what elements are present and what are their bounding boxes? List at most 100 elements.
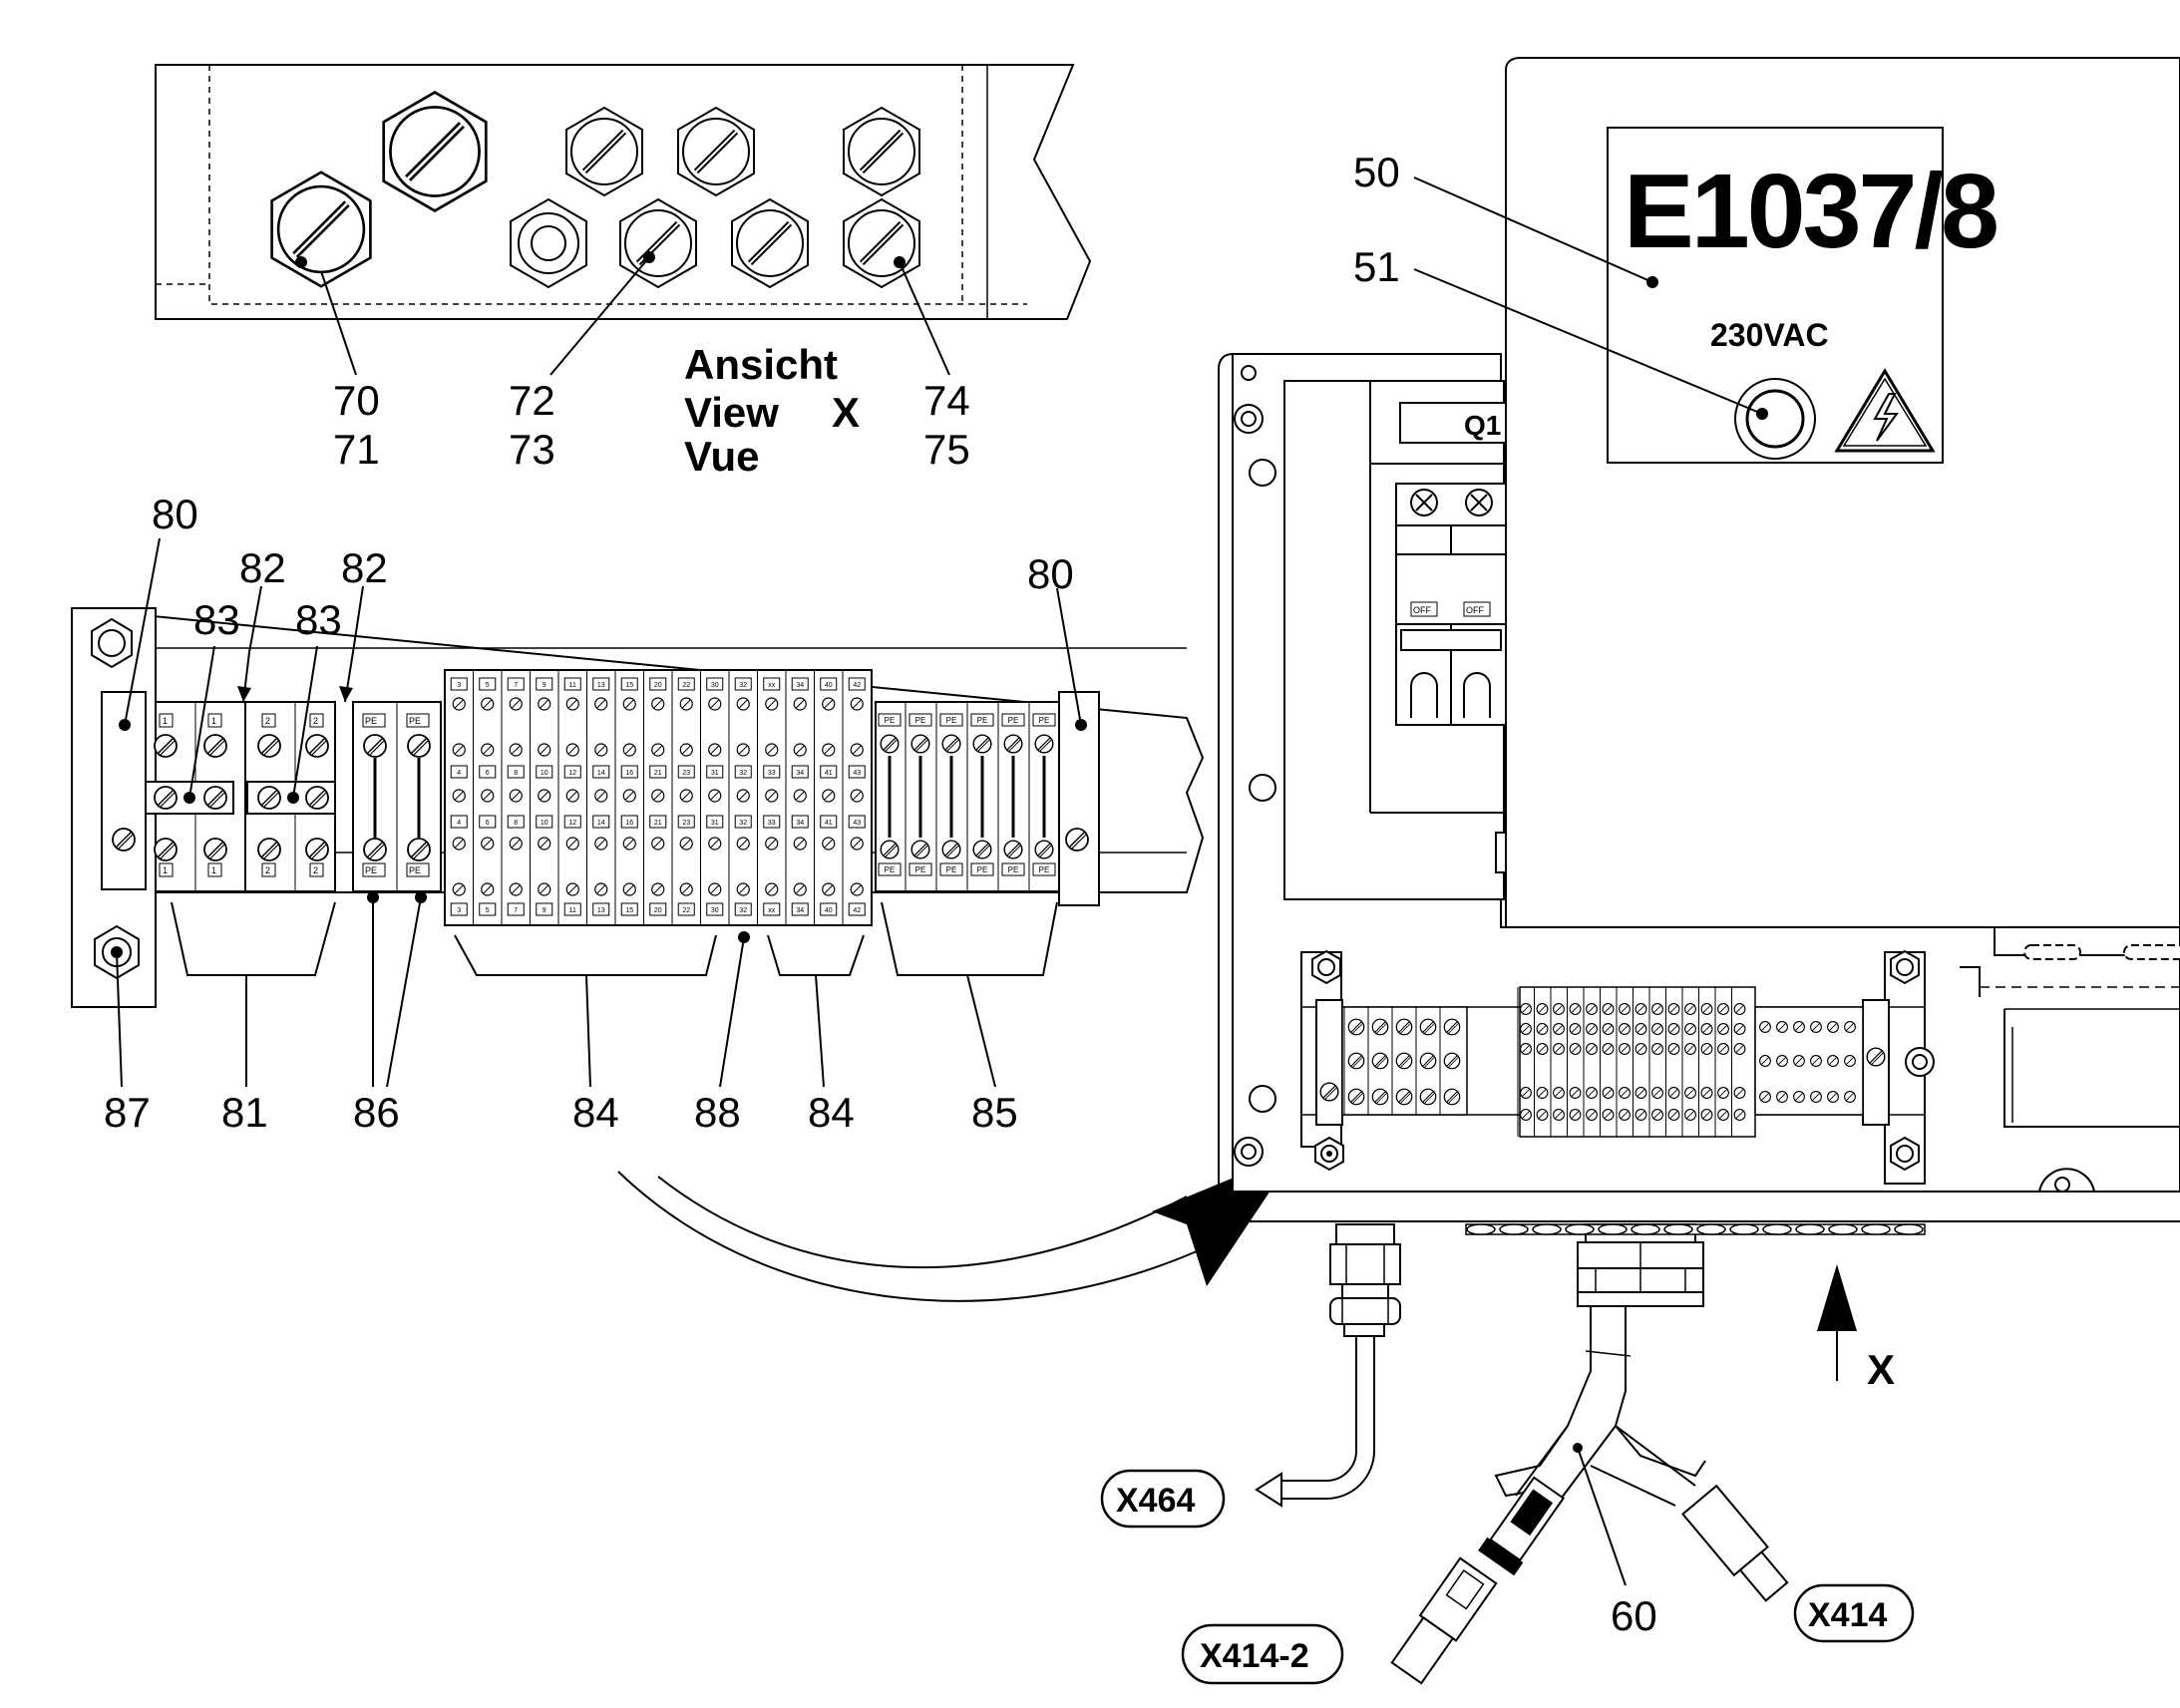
terminal-number: 16 (625, 770, 633, 777)
terminal-number: 34 (796, 907, 804, 914)
callout-85: 85 (971, 1089, 1018, 1136)
terminal-number: 7 (514, 907, 518, 914)
terminal-number: xx (768, 682, 776, 689)
terminal-group-81: 1 1 2 2 1 1 2 2 (145, 701, 336, 892)
terminal-screw (941, 840, 961, 859)
terminal-screw (679, 743, 693, 757)
callout-71: 71 (333, 426, 380, 473)
callout-60: 60 (1611, 1592, 1657, 1639)
callout-72: 72 (509, 377, 555, 424)
terminal-screw (509, 789, 523, 803)
terminal-number: 9 (543, 682, 546, 689)
terminal-number: 15 (625, 907, 633, 914)
callout-73: 73 (509, 426, 555, 473)
cover-plate: E1037/8 230VAC (1413, 57, 2180, 928)
small-cable-entries (1465, 1223, 1926, 1235)
pe-label: PE (946, 865, 957, 874)
terminal-screw (594, 697, 608, 711)
terminal-screw (481, 789, 495, 803)
svg-text:PE: PE (365, 865, 377, 875)
y-cable-60 (1390, 1425, 1789, 1685)
terminal-number: 33 (768, 770, 776, 777)
terminal-number: 32 (739, 682, 747, 689)
terminal-number: 4 (457, 770, 461, 777)
terminal-number: 23 (682, 820, 690, 827)
view-label-fr: Vue (684, 433, 759, 480)
terminal-screw (565, 837, 579, 851)
svg-text:2: 2 (265, 716, 270, 726)
terminal-screw (452, 743, 466, 757)
terminal-screw (1003, 734, 1023, 754)
terminal-screw (594, 882, 608, 896)
svg-text:2: 2 (313, 716, 318, 726)
terminal-number: 43 (853, 770, 861, 777)
callout-84-right: 84 (808, 1089, 855, 1136)
terminal-number: 23 (682, 770, 690, 777)
terminal-screw (509, 743, 523, 757)
terminal-screw (765, 837, 779, 851)
terminal-screw (1003, 840, 1023, 859)
callout-86: 86 (353, 1089, 400, 1136)
circuit-breaker-q1: OFF OFF (1395, 483, 1507, 726)
pe-terminals-86: PE PE PE PE (352, 701, 442, 903)
gland-plate-view (155, 64, 1092, 376)
terminal-screw (708, 697, 722, 711)
terminal-screw (736, 837, 750, 851)
terminal-screw (565, 882, 579, 896)
terminal-number: 20 (654, 682, 662, 689)
connector-tag-x464: X464 (1100, 1469, 1226, 1529)
view-label-de: Ansicht (684, 341, 838, 388)
terminal-number: 34 (796, 770, 804, 777)
terminal-screw (793, 743, 807, 757)
terminal-screw (452, 697, 466, 711)
terminal-screw (622, 837, 636, 851)
terminal-screw (822, 697, 836, 711)
terminal-screw (481, 743, 495, 757)
detail-arrow (617, 1152, 1296, 1302)
terminal-number: 6 (486, 820, 490, 827)
terminal-number: 8 (514, 820, 518, 827)
callout-82-left: 82 (239, 544, 286, 591)
terminal-number: 22 (682, 682, 690, 689)
terminal-screw (822, 789, 836, 803)
callout-80-right: 80 (1027, 550, 1074, 597)
high-voltage-icon (1834, 368, 1936, 453)
terminal-screw (736, 882, 750, 896)
terminal-screw (481, 697, 495, 711)
terminal-block-84: 3443566578879101091112121113141413151616… (444, 669, 873, 926)
terminal-screw (651, 837, 665, 851)
terminal-screw (910, 840, 930, 859)
connector-tag-x414: X414 (1793, 1583, 1915, 1643)
terminal-screw (452, 882, 466, 896)
callout-75: 75 (923, 426, 970, 473)
pe-label: PE (977, 716, 988, 725)
terminal-screw (972, 734, 992, 754)
svg-text:X414: X414 (1808, 1596, 1887, 1634)
terminal-screw (651, 882, 665, 896)
pe-label: PE (885, 865, 896, 874)
terminal-screw (972, 840, 992, 859)
terminal-number: 4 (457, 820, 461, 827)
terminal-number: 11 (569, 682, 576, 689)
terminal-number: 12 (568, 820, 576, 827)
terminal-screw (822, 882, 836, 896)
underside-glands (1255, 1223, 1926, 1508)
terminal-number: 8 (514, 770, 518, 777)
gland-center (1567, 1223, 1704, 1427)
terminal-screw (910, 734, 930, 754)
svg-text:1: 1 (211, 865, 216, 875)
terminal-screw (850, 837, 864, 851)
terminal-screw (708, 882, 722, 896)
view-x-arrow (1817, 1264, 1857, 1381)
terminal-screw (538, 697, 551, 711)
pe-label: PE (915, 865, 926, 874)
terminal-screw (622, 882, 636, 896)
terminal-screw (481, 882, 495, 896)
svg-text:PE: PE (409, 716, 421, 726)
terminal-screw (1034, 734, 1054, 754)
terminal-screw (793, 789, 807, 803)
terminal-number: 41 (825, 770, 833, 777)
terminal-screw (594, 743, 608, 757)
terminal-screw (850, 882, 864, 896)
terminal-number: 13 (597, 907, 605, 914)
